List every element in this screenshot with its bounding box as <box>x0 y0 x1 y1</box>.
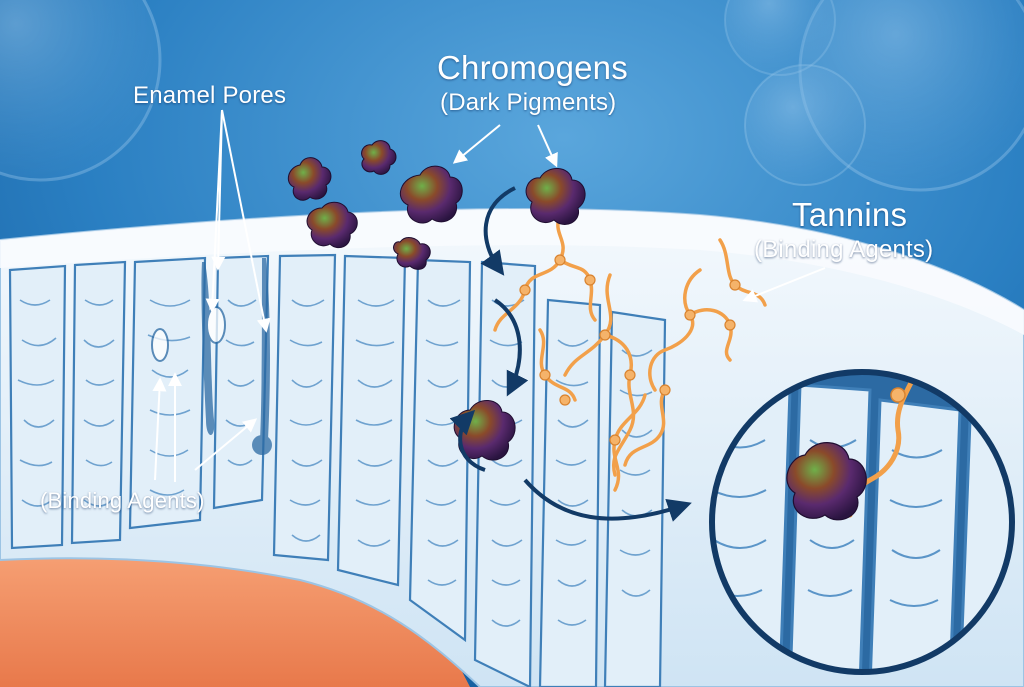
label-binding-agents: (Binding Agents) <box>40 488 205 513</box>
pointer-lines <box>152 109 826 482</box>
tannin-nodes <box>519 209 741 446</box>
flow-arrows <box>449 186 692 522</box>
zoom-inset <box>709 369 1015 675</box>
label-enamel-pores: Enamel Pores <box>133 82 287 109</box>
label-chromogens-title: Chromogens <box>437 49 628 86</box>
enamel-rods <box>8 253 667 687</box>
label-chromogens-subtitle: (Dark Pigments) <box>440 89 617 116</box>
label-tannins-subtitle: (Binding Agents) <box>754 236 934 263</box>
enamel-pores <box>151 258 272 455</box>
background-cells <box>0 0 1024 192</box>
label-tannins-title: Tannins <box>792 196 908 233</box>
enamel-surface <box>0 209 1024 335</box>
